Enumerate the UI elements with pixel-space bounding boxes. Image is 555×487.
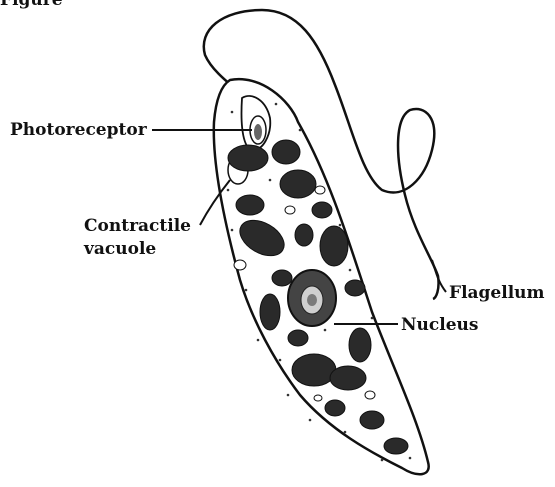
cytoplasm-dot bbox=[227, 189, 230, 192]
cytoplasm-dot bbox=[275, 103, 278, 106]
chloroplast bbox=[295, 224, 313, 246]
cytoplasm-dot bbox=[371, 317, 374, 320]
cytoplasm-dot bbox=[344, 431, 347, 434]
cytoplasm-dot bbox=[381, 459, 384, 462]
chloroplast bbox=[272, 270, 292, 286]
chloroplast bbox=[312, 202, 332, 218]
nucleolus bbox=[307, 294, 317, 306]
label-flagellum: Flagellum bbox=[449, 284, 545, 303]
cytoplasm-dot bbox=[409, 457, 412, 460]
cytoplasm-dot bbox=[339, 224, 342, 227]
chloroplast bbox=[349, 328, 371, 362]
cytoplasm-dot bbox=[324, 329, 327, 332]
granule bbox=[365, 391, 375, 399]
label-contractile-vacuole-line2: vacuole bbox=[84, 240, 156, 259]
chloroplast bbox=[360, 411, 384, 429]
chloroplast bbox=[292, 354, 336, 386]
cytoplasm-dot bbox=[299, 129, 302, 132]
chloroplast bbox=[345, 280, 365, 296]
cytoplasm-dot bbox=[245, 289, 248, 292]
cytoplasm-dot bbox=[309, 419, 312, 422]
cytoplasm-dot bbox=[231, 229, 234, 232]
chloroplast bbox=[288, 330, 308, 346]
cytoplasm-dot bbox=[269, 179, 272, 182]
chloroplast bbox=[330, 366, 366, 390]
cytoplasm-dot bbox=[279, 359, 282, 362]
chloroplast bbox=[228, 145, 268, 171]
granule bbox=[285, 206, 295, 214]
label-contractile-vacuole-line1: Contractile bbox=[84, 217, 191, 236]
cytoplasm-dot bbox=[257, 339, 260, 342]
chloroplast bbox=[384, 438, 408, 454]
cytoplasm-dot bbox=[231, 111, 234, 114]
chloroplast bbox=[325, 400, 345, 416]
chloroplast bbox=[272, 140, 300, 164]
granule bbox=[314, 395, 322, 401]
chloroplast bbox=[260, 294, 280, 330]
label-nucleus: Nucleus bbox=[401, 316, 478, 335]
granule bbox=[315, 186, 325, 194]
label-photoreceptor: Photoreceptor bbox=[10, 121, 147, 140]
granule bbox=[234, 260, 246, 270]
photoreceptor-core bbox=[254, 124, 262, 140]
figure-caption: Figure bbox=[0, 0, 63, 10]
chloroplast bbox=[236, 195, 264, 215]
cytoplasm-dot bbox=[287, 394, 290, 397]
chloroplast bbox=[320, 226, 348, 266]
cytoplasm-dot bbox=[349, 269, 352, 272]
chloroplast bbox=[280, 170, 316, 198]
